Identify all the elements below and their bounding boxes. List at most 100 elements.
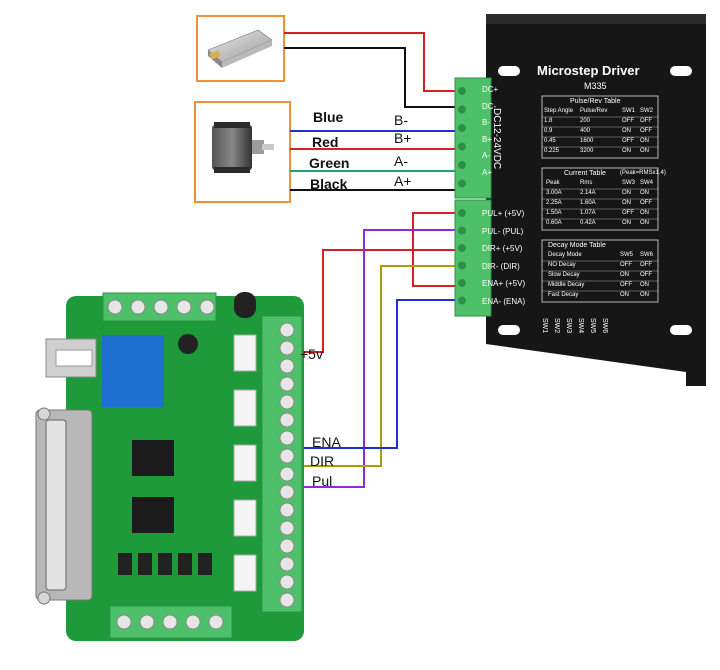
driver-terminal-screw bbox=[458, 87, 466, 95]
optocoupler bbox=[158, 553, 172, 575]
wire-terminal-a-minus: A- bbox=[394, 153, 408, 169]
driver-power-terminal-label: DC+ bbox=[482, 85, 499, 94]
wire-label-blue: Blue bbox=[313, 109, 344, 125]
stepper-motor-image bbox=[212, 122, 274, 173]
board-screw bbox=[279, 574, 295, 590]
driver-terminal-screw bbox=[458, 161, 466, 169]
current_table-cell: 0.60A bbox=[546, 220, 562, 226]
board-screw bbox=[279, 430, 295, 446]
board-screw bbox=[279, 538, 295, 554]
driver-terminal-screw bbox=[458, 226, 466, 235]
decay_table-cell: OFF bbox=[620, 282, 632, 288]
current_table-cell: ON bbox=[640, 190, 649, 196]
pulse_table-header: SW2 bbox=[640, 108, 654, 114]
driver-title: Microstep Driver bbox=[537, 63, 640, 78]
wire-pul-purple bbox=[286, 229, 456, 488]
white-header bbox=[233, 554, 257, 592]
pulse_table-cell: 0.45 bbox=[544, 138, 556, 144]
board-screw bbox=[176, 299, 192, 315]
board-screw bbox=[185, 614, 201, 630]
board-screw bbox=[279, 466, 295, 482]
driver-power-terminal-label: B- bbox=[482, 118, 490, 128]
wire-dir-olive bbox=[286, 265, 456, 467]
board-screw bbox=[279, 592, 295, 608]
switch-label: SW2 bbox=[553, 318, 560, 334]
current-table-title: Current Table bbox=[564, 170, 606, 177]
board-screw bbox=[279, 412, 295, 428]
switch-label: SW5 bbox=[589, 318, 596, 334]
board-screw bbox=[279, 376, 295, 392]
wire-5v-red-pul bbox=[412, 212, 456, 287]
board-screw bbox=[279, 394, 295, 410]
pulse_table-header: Step Angle bbox=[544, 108, 574, 114]
driver-terminal-screw bbox=[458, 296, 466, 305]
driver-control-terminal-label: ENA+ (+5V) bbox=[482, 279, 526, 288]
driver-control-terminal-label: DIR- (DIR) bbox=[482, 261, 520, 271]
switch-label: SW6 bbox=[601, 318, 608, 334]
wire-5v-red bbox=[292, 249, 456, 353]
decay_table-header: SW6 bbox=[640, 252, 654, 258]
current_table-cell: ON bbox=[622, 220, 631, 226]
current_table-cell: OFF bbox=[622, 210, 634, 216]
driver-terminal-screw bbox=[458, 209, 466, 217]
breakout-board bbox=[35, 292, 304, 641]
board-screw bbox=[279, 520, 295, 536]
label-ena: ENA bbox=[312, 434, 341, 450]
driver-power-terminal-label: DC- bbox=[482, 101, 497, 111]
capacitor bbox=[234, 292, 256, 318]
board-screw bbox=[279, 340, 295, 356]
label-plus5v: +5v bbox=[300, 346, 323, 362]
current_table-cell: ON bbox=[640, 220, 649, 226]
pulse_table-cell: 3200 bbox=[580, 148, 594, 154]
label-dir: DIR bbox=[310, 453, 335, 469]
board-screw bbox=[279, 358, 295, 374]
board-screw bbox=[116, 614, 132, 630]
current_table-cell: ON bbox=[622, 190, 631, 196]
wire-dc-plus bbox=[284, 32, 456, 92]
pulse_table-cell: 0.225 bbox=[544, 148, 560, 154]
decay_table-cell: ON bbox=[620, 272, 629, 278]
driver-power-terminal-label: A- bbox=[482, 151, 490, 161]
power-supply-image bbox=[207, 29, 273, 68]
wire-terminal-b-plus: B+ bbox=[394, 130, 412, 146]
switch-label: SW1 bbox=[541, 318, 548, 334]
decay_table-cell: OFF bbox=[640, 262, 652, 268]
relay bbox=[102, 335, 164, 407]
board-screw bbox=[279, 448, 295, 464]
current_table-cell: 1.50A bbox=[546, 210, 562, 216]
pulse_table-header: SW1 bbox=[622, 108, 636, 114]
microstep-driver bbox=[454, 14, 706, 386]
board-screw bbox=[279, 484, 295, 500]
pulse_table-cell: ON bbox=[622, 128, 631, 134]
current_table-cell: ON bbox=[622, 200, 631, 206]
wire-dc-minus bbox=[284, 47, 456, 108]
optocoupler bbox=[178, 553, 192, 575]
current_table-cell: OFF bbox=[640, 200, 652, 206]
pulse-table-title: Pulse/Rev Table bbox=[570, 98, 621, 105]
driver-control-terminal-label: DIR+ (+5V) bbox=[482, 244, 523, 253]
pulse_table-cell: ON bbox=[622, 148, 631, 154]
optocoupler bbox=[198, 553, 212, 575]
wires-layer bbox=[284, 32, 456, 488]
pulse_table-cell: ON bbox=[640, 138, 649, 144]
current_table-header: Rms bbox=[580, 180, 593, 186]
current_table-header: SW4 bbox=[640, 180, 654, 186]
pulse_table-cell: OFF bbox=[622, 138, 634, 144]
current_table-cell: 0.42A bbox=[580, 220, 596, 226]
board-screw bbox=[279, 556, 295, 572]
stepper-motor-box bbox=[194, 101, 291, 203]
driver-voltage-label: DC12-24VDC bbox=[491, 108, 502, 170]
decay_table-cell: NO Decay bbox=[548, 262, 576, 268]
driver-model: M335 bbox=[584, 81, 607, 91]
label-pul: Pul bbox=[312, 473, 333, 489]
decay_table-cell: Middle Decay bbox=[548, 282, 585, 288]
chip-2 bbox=[132, 497, 174, 533]
pulse_table-cell: OFF bbox=[640, 128, 652, 134]
driver-terminal-screw bbox=[458, 179, 466, 188]
driver-power-terminal-label: B+ bbox=[482, 134, 493, 144]
optocoupler bbox=[138, 553, 152, 575]
decay_table-cell: Fast Decay bbox=[548, 292, 579, 298]
board-screw bbox=[279, 502, 295, 518]
wire-label-green: Green bbox=[309, 155, 350, 171]
